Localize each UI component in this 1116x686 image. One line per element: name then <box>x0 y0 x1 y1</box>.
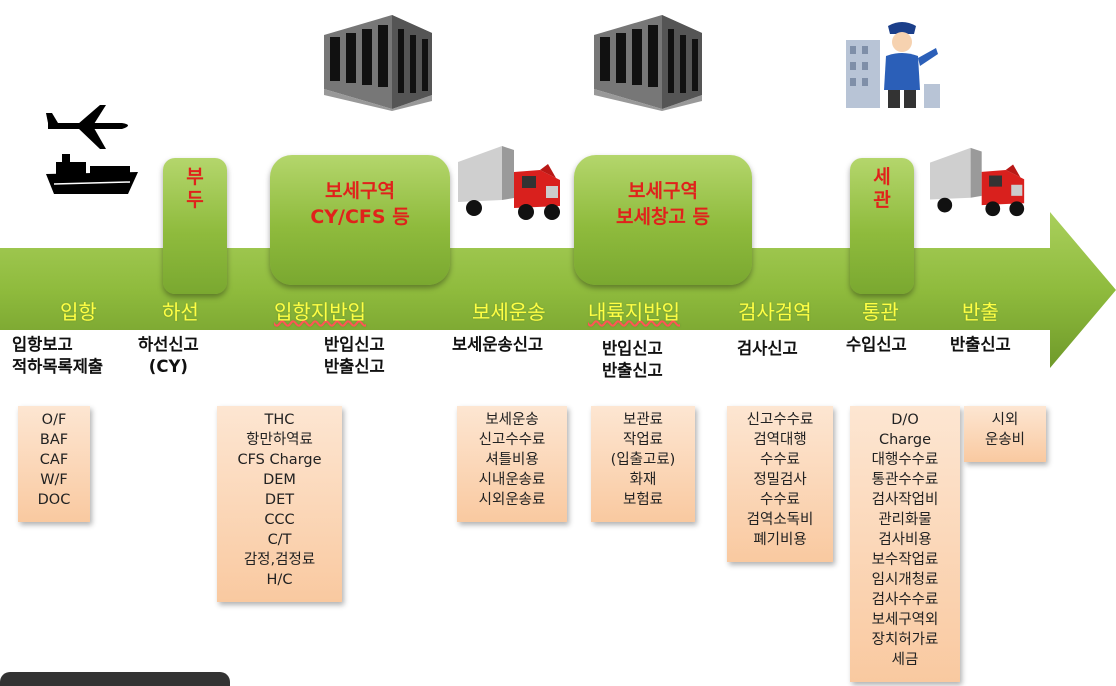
stage-bonded-transport: 보세운송 <box>472 300 546 324</box>
fee-item: W/F <box>40 472 68 488</box>
fee-item: 화재 <box>629 472 657 488</box>
fee-item: 시외운송료 <box>478 492 546 508</box>
stage-release: 반출 <box>962 300 999 324</box>
fee-item: 신고수수료 <box>746 412 814 428</box>
fee-item: DEM <box>263 472 296 488</box>
warehouse-icon <box>324 15 432 111</box>
fee-item: 보세구역외 <box>871 612 939 628</box>
caption-bar <box>0 672 230 686</box>
stage-unloading: 하선 <box>162 300 199 324</box>
fee-item: BAF <box>39 432 69 448</box>
fee-item: DET <box>264 492 295 508</box>
fee-item: 장치허가료 <box>871 632 939 648</box>
fee-item: CFS Charge <box>237 452 322 468</box>
fee-item: 수수료 <box>759 492 801 508</box>
stage-inland-entry: 내륙지반입 <box>588 300 680 324</box>
fee-item: 보관료 <box>622 412 664 428</box>
fee-item: 셔틀비용 <box>485 452 539 468</box>
fee-item: DOC <box>37 492 71 508</box>
fee-item: 보세운송 <box>485 412 539 428</box>
fee-item: 관리화물 <box>878 512 932 528</box>
declaration-port-entry: 반입신고 반출신고 <box>324 335 385 376</box>
fee-item: 대행수수료 <box>871 452 939 468</box>
fee-item: THC <box>264 412 295 428</box>
fee-item: 신고수수료 <box>478 432 546 448</box>
box-bonded-area: 보세구역 CY/CFS 등 <box>270 155 450 285</box>
truck-icon <box>458 146 560 220</box>
stage-clearance: 통관 <box>862 300 899 324</box>
fee-item: 검역소독비 <box>746 512 814 528</box>
fee-item: CAF <box>39 452 69 468</box>
stage-arrival: 입항 <box>60 300 97 324</box>
truck-icon <box>930 147 1025 217</box>
box-bonded-warehouse: 보세구역 보세창고 등 <box>574 155 752 285</box>
fee-item: 임시개청료 <box>871 572 939 588</box>
declaration-inspection: 검사신고 <box>737 339 798 358</box>
declaration-release: 반출신고 <box>950 335 1011 354</box>
fee-item: H/C <box>266 572 293 588</box>
declaration-clearance: 수입신고 <box>846 335 907 354</box>
fee-item: 보수작업료 <box>871 552 939 568</box>
fee-item: 검사수수료 <box>871 592 939 608</box>
declaration-arrival: 입항보고 적하목록제출 <box>12 335 104 376</box>
warehouse-icon <box>594 15 702 111</box>
ship-icon <box>46 154 138 194</box>
fee-item: C/T <box>267 532 292 548</box>
box-pier: 부 두 <box>163 158 227 294</box>
fee-item: 세금 <box>891 652 919 668</box>
fee-item: 보험료 <box>622 492 664 508</box>
fee-item: D/O <box>891 412 919 428</box>
fee-item: 시외 <box>991 412 1019 428</box>
customs-officer-icon <box>846 22 940 108</box>
box-customs: 세 관 <box>850 158 914 294</box>
fee-item: (입출고료) <box>610 452 676 468</box>
stage-inspection: 검사검역 <box>738 300 812 324</box>
fee-item: 폐기비용 <box>753 532 807 548</box>
fee-item: CCC <box>264 512 295 528</box>
fee-item: 검역대행 <box>753 432 807 448</box>
fee-box-ocean: O/F BAF CAF W/F DOC <box>18 406 90 522</box>
declaration-bonded-transport: 보세운송신고 <box>452 335 544 354</box>
fee-item: 수수료 <box>759 452 801 468</box>
fee-item: 운송비 <box>984 432 1026 448</box>
fee-item: 항만하역료 <box>246 432 313 448</box>
fee-item: Charge <box>878 432 932 448</box>
stage-port-entry: 입항지반입 <box>274 300 366 324</box>
declaration-inland-entry: 반입신고 반출신고 <box>602 339 663 380</box>
fee-item: 시내운송료 <box>478 472 546 488</box>
fee-item: 검사비용 <box>878 532 932 548</box>
fee-item: 정밀검사 <box>753 472 807 488</box>
fee-item: O/F <box>41 412 67 428</box>
fee-item: 감정,검정료 <box>243 552 316 568</box>
fee-item: 검사작업비 <box>871 492 939 508</box>
fee-item: 작업료 <box>622 432 664 448</box>
fee-item: 통관수수료 <box>871 472 939 488</box>
airplane-icon <box>46 105 128 149</box>
declaration-unloading: 하선신고 (CY) <box>138 335 199 376</box>
